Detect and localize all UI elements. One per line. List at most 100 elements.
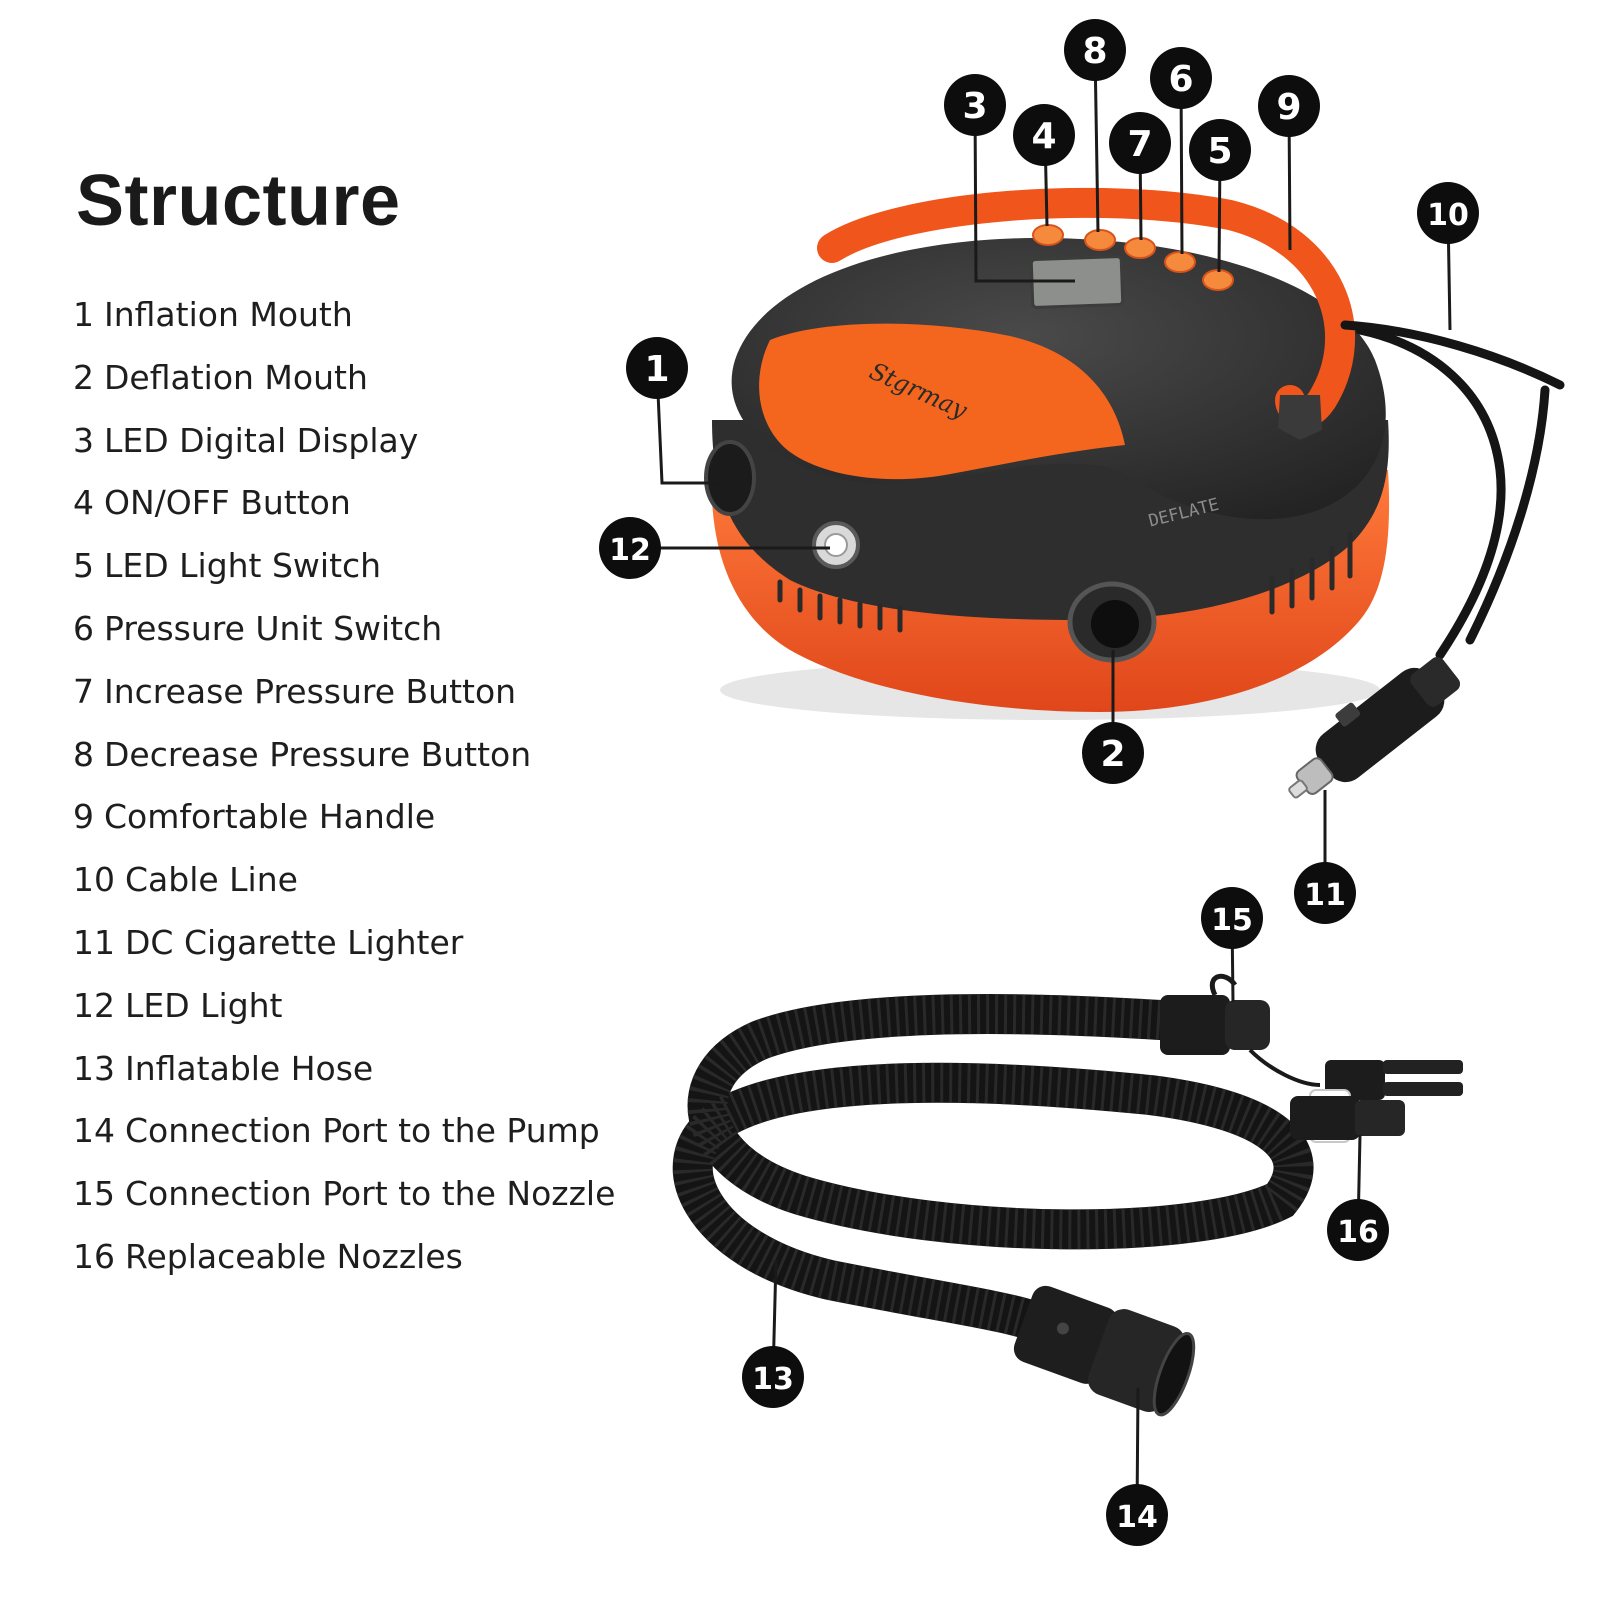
- vents-right: [1269, 531, 1353, 615]
- callout-4: 4: [1013, 104, 1075, 166]
- plug-body: [1315, 667, 1445, 783]
- minus-button: [1084, 229, 1116, 251]
- legend-number: 14: [73, 1111, 115, 1151]
- legend-number: 2: [73, 357, 94, 397]
- legend-number: 6: [73, 608, 94, 648]
- callout-number: 9: [1276, 87, 1301, 128]
- legend-number: 12: [73, 985, 115, 1025]
- legend-number: 13: [73, 1048, 115, 1088]
- pump-end-connector: [1013, 1285, 1196, 1417]
- callout-11: 11: [1294, 862, 1356, 924]
- plus-button: [1124, 237, 1156, 259]
- legend-label: Cable Line: [125, 860, 298, 900]
- vents-left: [777, 579, 903, 633]
- callout-number: 16: [1337, 1215, 1379, 1250]
- legend-number: 9: [73, 797, 94, 837]
- cable-assembly: [1288, 320, 1565, 799]
- power-button: [1032, 224, 1064, 246]
- callout-12: 12: [599, 517, 661, 579]
- callout-number: 10: [1427, 198, 1469, 233]
- plug-grip: [1410, 657, 1461, 707]
- cable-line-lower: [1465, 385, 1550, 645]
- legend-label: LED Digital Display: [104, 420, 419, 460]
- led-light-inner: [824, 533, 848, 557]
- legend-number: 4: [73, 483, 94, 523]
- legend-label: ON/OFF Button: [104, 483, 351, 523]
- replaceable-nozzles: [1290, 1060, 1463, 1143]
- callout-number: 5: [1207, 131, 1232, 172]
- callout-15: 15: [1201, 887, 1263, 949]
- light-button: [1202, 269, 1234, 291]
- legend-label: Comfortable Handle: [104, 797, 436, 837]
- cable-line: [1340, 320, 1565, 660]
- legend-item: 1 Inflation Mouth: [73, 295, 615, 358]
- page-title: Structure: [76, 161, 401, 241]
- callout-3: 3: [944, 74, 1006, 136]
- legend-label: Increase Pressure Button: [104, 671, 517, 711]
- legend-number: 15: [73, 1174, 115, 1214]
- legend-number: 16: [73, 1236, 115, 1276]
- legend-number: 3: [73, 420, 94, 460]
- callout-8: 8: [1064, 19, 1126, 81]
- pump-body: Stgrmay DEFLATE: [704, 187, 1390, 720]
- handle-mount: [1278, 395, 1322, 440]
- legend-number: 10: [73, 860, 115, 900]
- callout-number: 15: [1211, 903, 1253, 938]
- callout-number: 12: [609, 533, 651, 568]
- legend-label: Inflatable Hose: [125, 1048, 374, 1088]
- legend-number: 1: [73, 295, 94, 334]
- legend-label: LED Light Switch: [104, 546, 382, 586]
- lcd-display: [1029, 255, 1125, 309]
- leader-1: [655, 369, 718, 485]
- plug-contact: [1288, 779, 1308, 799]
- hose-assembly: [672, 973, 1463, 1417]
- legend-label: DC Cigarette Lighter: [125, 922, 464, 962]
- callout-14: 14: [1106, 1484, 1168, 1546]
- callout-9: 9: [1258, 75, 1320, 137]
- inflation-port: [704, 440, 756, 516]
- plug-button: [1335, 702, 1361, 727]
- legend-label: Decrease Pressure Button: [104, 734, 532, 774]
- callout-number: 13: [752, 1362, 794, 1397]
- legend-label: Connection Port to the Pump: [125, 1111, 600, 1151]
- legend-label: Pressure Unit Switch: [104, 608, 443, 648]
- callout-number: 14: [1116, 1500, 1158, 1535]
- callout-number: 1: [644, 349, 669, 390]
- legend-number: 5: [73, 546, 94, 586]
- callout-13: 13: [742, 1346, 804, 1408]
- callout-number: 6: [1168, 59, 1193, 100]
- legend-label: Deflation Mouth: [104, 357, 368, 397]
- leader-3: [973, 104, 1075, 283]
- callout-5: 5: [1189, 119, 1251, 181]
- callout-number: 3: [962, 86, 987, 127]
- callout-number: 7: [1127, 124, 1152, 165]
- legend-label: Inflation Mouth: [104, 295, 353, 334]
- callouts: 1 2 3 4 5 6 7 8 9 10 11 12 13 14 15 16: [599, 19, 1479, 1546]
- legend-number: 7: [73, 671, 94, 711]
- callout-number: 8: [1082, 31, 1107, 72]
- callout-1: 1: [626, 337, 688, 399]
- callout-10: 10: [1417, 182, 1479, 244]
- legend-number: 8: [73, 734, 94, 774]
- callout-number: 2: [1100, 734, 1125, 775]
- legend-number: 11: [73, 922, 115, 962]
- callout-6: 6: [1150, 47, 1212, 109]
- legend-label: Connection Port to the Nozzle: [125, 1174, 616, 1214]
- callout-2: 2: [1082, 722, 1144, 784]
- hose-coil: [672, 994, 1314, 1340]
